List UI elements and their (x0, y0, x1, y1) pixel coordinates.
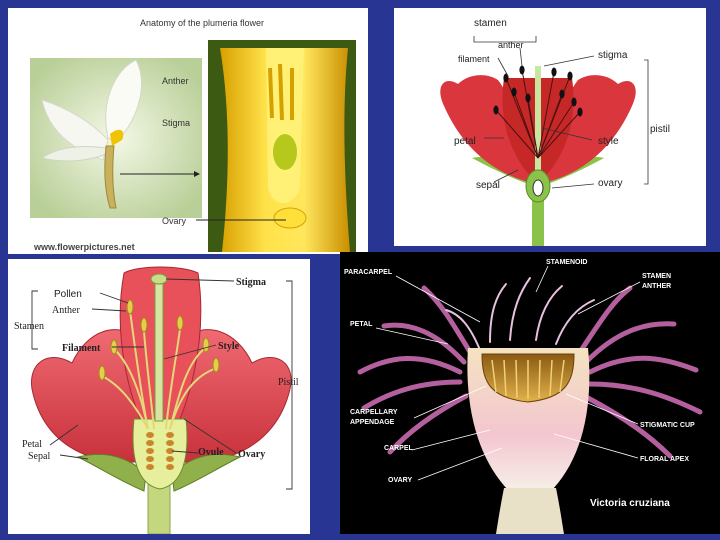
victoria-cup-ridges (491, 359, 565, 399)
victoria-label-ovary: OVARY (388, 477, 412, 484)
victoria-cruziana-figure: PARACARPEL STAMENOID STAMEN ANTHER PETAL… (344, 259, 703, 534)
victoria-label-floral-apex: FLORAL APEX (640, 456, 689, 463)
simple-ovule (532, 179, 544, 197)
victoria-label-stigmatic-cup: STIGMATIC CUP (640, 422, 695, 429)
victoria-label-carpel: CARPEL (384, 445, 414, 452)
painted-label-pistil: Pistil (278, 377, 299, 388)
plumeria-inner-tube (266, 48, 304, 203)
plumeria-anthers (268, 63, 294, 121)
painted-sepal-right (171, 453, 242, 492)
simple-petal-right (538, 75, 636, 184)
painted-filaments (103, 310, 215, 430)
simple-flower-diagram-panel: stamen anther filament stigma pistil pet… (394, 8, 706, 246)
painted-flower-diagram-panel: Pollen Anther Stamen Filament Stigma Sty… (8, 259, 310, 534)
simple-stamens (495, 69, 581, 159)
simple-label-anther: anther (498, 40, 524, 50)
painted-label-ovule: Ovule (198, 447, 224, 458)
victoria-label-petal: PETAL (350, 321, 373, 328)
victoria-caption: Victoria cruziana (590, 498, 670, 509)
painted-label-filament: Filament (62, 343, 101, 354)
plumeria-figure: Anatomy of the plumeria flower Anther St… (30, 18, 356, 252)
plumeria-stigma-tissue (273, 134, 297, 170)
simple-style (535, 66, 541, 170)
victoria-label-appendage: APPENDAGE (350, 419, 395, 426)
plumeria-watermark: www.flowerpictures.net (33, 242, 135, 252)
painted-ovary (132, 418, 188, 490)
victoria-label-carpellary: CARPELLARY (350, 409, 398, 416)
painted-style (154, 280, 164, 422)
victoria-leader-lines (375, 265, 641, 481)
plumeria-petal (40, 145, 107, 162)
victoria-stem (496, 488, 564, 534)
painted-label-anther: Anther (52, 305, 80, 316)
painted-label-style: Style (218, 341, 240, 352)
simple-anthers (493, 65, 583, 117)
painted-ovules (146, 432, 174, 470)
plumeria-ovary-tissue (273, 207, 307, 229)
plumeria-flower-center (110, 129, 124, 146)
victoria-cruziana-panel: PARACARPEL STAMENOID STAMEN ANTHER PETAL… (340, 252, 720, 534)
painted-sepal-left (76, 453, 147, 492)
simple-flower-figure: stamen anther filament stigma pistil pet… (440, 18, 670, 246)
victoria-label-staminode: STAMENOID (546, 259, 587, 266)
painted-label-stamen: Stamen (14, 321, 44, 332)
painted-label-ovary: Ovary (238, 449, 265, 460)
plumeria-title: Anatomy of the plumeria flower (140, 18, 264, 28)
simple-petal-left (440, 75, 538, 184)
simple-label-petal: petal (454, 136, 476, 147)
painted-leader-lines (31, 278, 293, 490)
plumeria-flower-tube (104, 145, 117, 209)
plumeria-petal (105, 59, 143, 143)
simple-leader-lines (473, 36, 649, 189)
simple-label-pistil: pistil (650, 124, 670, 135)
simple-label-filament: filament (458, 54, 490, 64)
simple-label-style: style (598, 136, 619, 147)
simple-label-ovary: ovary (598, 178, 622, 189)
victoria-label-paracarpel: PARACARPEL (344, 269, 393, 276)
painted-label-petal: Petal (22, 439, 42, 450)
painted-label-pollen: Pollen (54, 289, 82, 300)
painted-anthers (98, 299, 220, 381)
simple-label-sepal: sepal (476, 180, 500, 191)
victoria-petals (357, 285, 703, 459)
plumeria-label-ovary: Ovary (162, 216, 187, 226)
victoria-staminodes (445, 277, 595, 351)
painted-flower-figure: Pollen Anther Stamen Filament Stigma Sty… (14, 266, 299, 534)
plumeria-anatomy-panel: Anatomy of the plumeria flower Anther St… (8, 8, 368, 254)
painted-label-stigma: Stigma (236, 277, 266, 288)
plumeria-label-anther: Anther (162, 76, 189, 86)
painted-stigma (150, 273, 168, 285)
simple-label-stigma: stigma (598, 50, 628, 61)
plumeria-pointer-arrow (194, 171, 200, 177)
simple-label-stamen: stamen (474, 18, 507, 29)
victoria-label-anther: ANTHER (642, 283, 671, 290)
victoria-label-stamen: STAMEN (642, 273, 671, 280)
painted-label-sepal: Sepal (28, 451, 50, 462)
plumeria-label-stigma: Stigma (162, 118, 190, 128)
